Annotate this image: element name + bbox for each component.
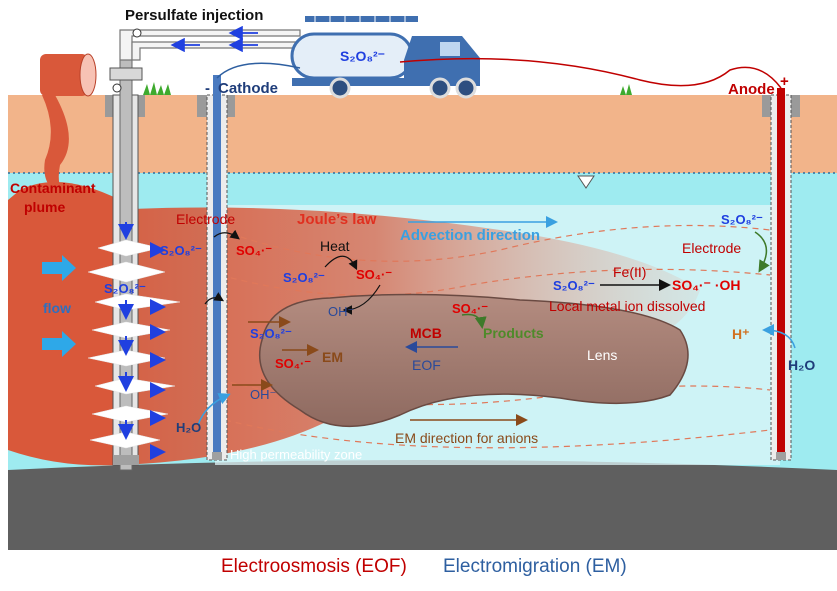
fe-ii-label: Fe(II)	[613, 264, 646, 280]
flow-label: flow	[43, 300, 71, 316]
em-so4-label: SO₄·⁻	[275, 356, 311, 371]
h-plus-label: H⁺	[732, 326, 750, 342]
plume-drip	[42, 95, 70, 200]
inject-s2o8-label: S₂O₈²⁻	[160, 243, 202, 258]
arrow-h2o-oh	[197, 393, 231, 426]
heat-s2o8-label: S₂O₈²⁻	[283, 270, 325, 285]
anode-well	[762, 88, 800, 461]
anode-sign: +	[780, 73, 789, 90]
cathode-sign: -	[205, 80, 210, 97]
anode-wire	[399, 57, 782, 89]
tanker-truck-icon	[290, 16, 480, 99]
arrow-products	[461, 313, 487, 329]
em-label: EM	[322, 349, 343, 365]
groundflow-arrow-icons	[42, 255, 76, 357]
grass-icon	[143, 82, 632, 95]
arrow-electrode-left	[204, 292, 225, 305]
arrow-electrode-cathode	[213, 229, 240, 240]
clay-lens	[258, 293, 689, 428]
well-s2o8-label: S₂O₈²⁻	[104, 281, 146, 296]
lens-label: Lens	[587, 347, 617, 363]
cathode-well	[197, 75, 235, 461]
truck-label: S₂O₈²⁻	[340, 48, 385, 64]
fractures	[87, 239, 181, 449]
arrow-heat-oh	[342, 284, 381, 315]
fe-s2o8-label: S₂O₈²⁻	[553, 278, 595, 293]
h2o-left-label: H₂O	[176, 420, 201, 435]
well-flow-arrows	[118, 222, 166, 460]
valve-icon	[132, 28, 142, 38]
products-label: Products	[483, 325, 544, 341]
water-table-marker-icon	[577, 175, 595, 189]
anode-label: Anode	[728, 81, 775, 98]
soil-layer	[8, 95, 837, 173]
advection-direction-label: Advection direction	[400, 227, 540, 244]
cathode-label: Cathode	[218, 80, 278, 97]
contaminant-plume-label-2: plume	[24, 199, 65, 215]
arrow-heat	[324, 255, 358, 271]
fe-products-label: SO₄·⁻ ·OH	[672, 277, 741, 293]
contaminant-plume-label-1: Contaminant	[10, 180, 96, 196]
high-permeability-zone-label: High permeability zone	[230, 447, 362, 462]
h2o-right-label: H₂O	[788, 357, 815, 373]
oh-minus-low-label: OH⁻	[250, 387, 276, 402]
cathode-wire	[216, 62, 301, 79]
bedrock-layer	[8, 460, 837, 550]
mcb-label: MCB	[410, 325, 442, 341]
legend-electromigration: Electromigration (EM)	[443, 556, 627, 577]
arrow-electrode-right	[754, 231, 770, 273]
so4-products-label: SO₄·⁻	[452, 301, 488, 316]
heat-label: Heat	[320, 238, 350, 254]
valve-icon-2	[112, 83, 122, 93]
local-metal-ion-label: Local metal ion dissolved	[549, 298, 705, 314]
oh-minus-mid-label: OH⁻	[328, 304, 354, 319]
em-s2o8-label: S₂O₈²⁻	[250, 326, 292, 341]
pipe-flow-arrows	[170, 25, 258, 53]
heat-so4-label: SO₄·⁻	[356, 267, 392, 282]
joules-law-label: Joule’s law	[297, 211, 377, 228]
anode-s2o8-label: S₂O₈²⁻	[721, 212, 763, 227]
so4-left-label: SO₄·⁻	[236, 243, 272, 258]
electrode-right-label: Electrode	[682, 240, 741, 256]
injection-piping	[119, 29, 301, 61]
persulfate-injection-label: Persulfate injection	[125, 7, 263, 24]
eof-label: EOF	[412, 357, 441, 373]
contaminant-plume-source	[8, 182, 120, 466]
em-direction-anions-label: EM direction for anions	[395, 430, 538, 446]
legend-electroosmosis: Electroosmosis (EOF)	[221, 556, 407, 577]
drum-icon	[40, 53, 97, 97]
arrow-h2o-hplus	[762, 324, 796, 349]
electrode-left-label: Electrode	[176, 211, 235, 227]
